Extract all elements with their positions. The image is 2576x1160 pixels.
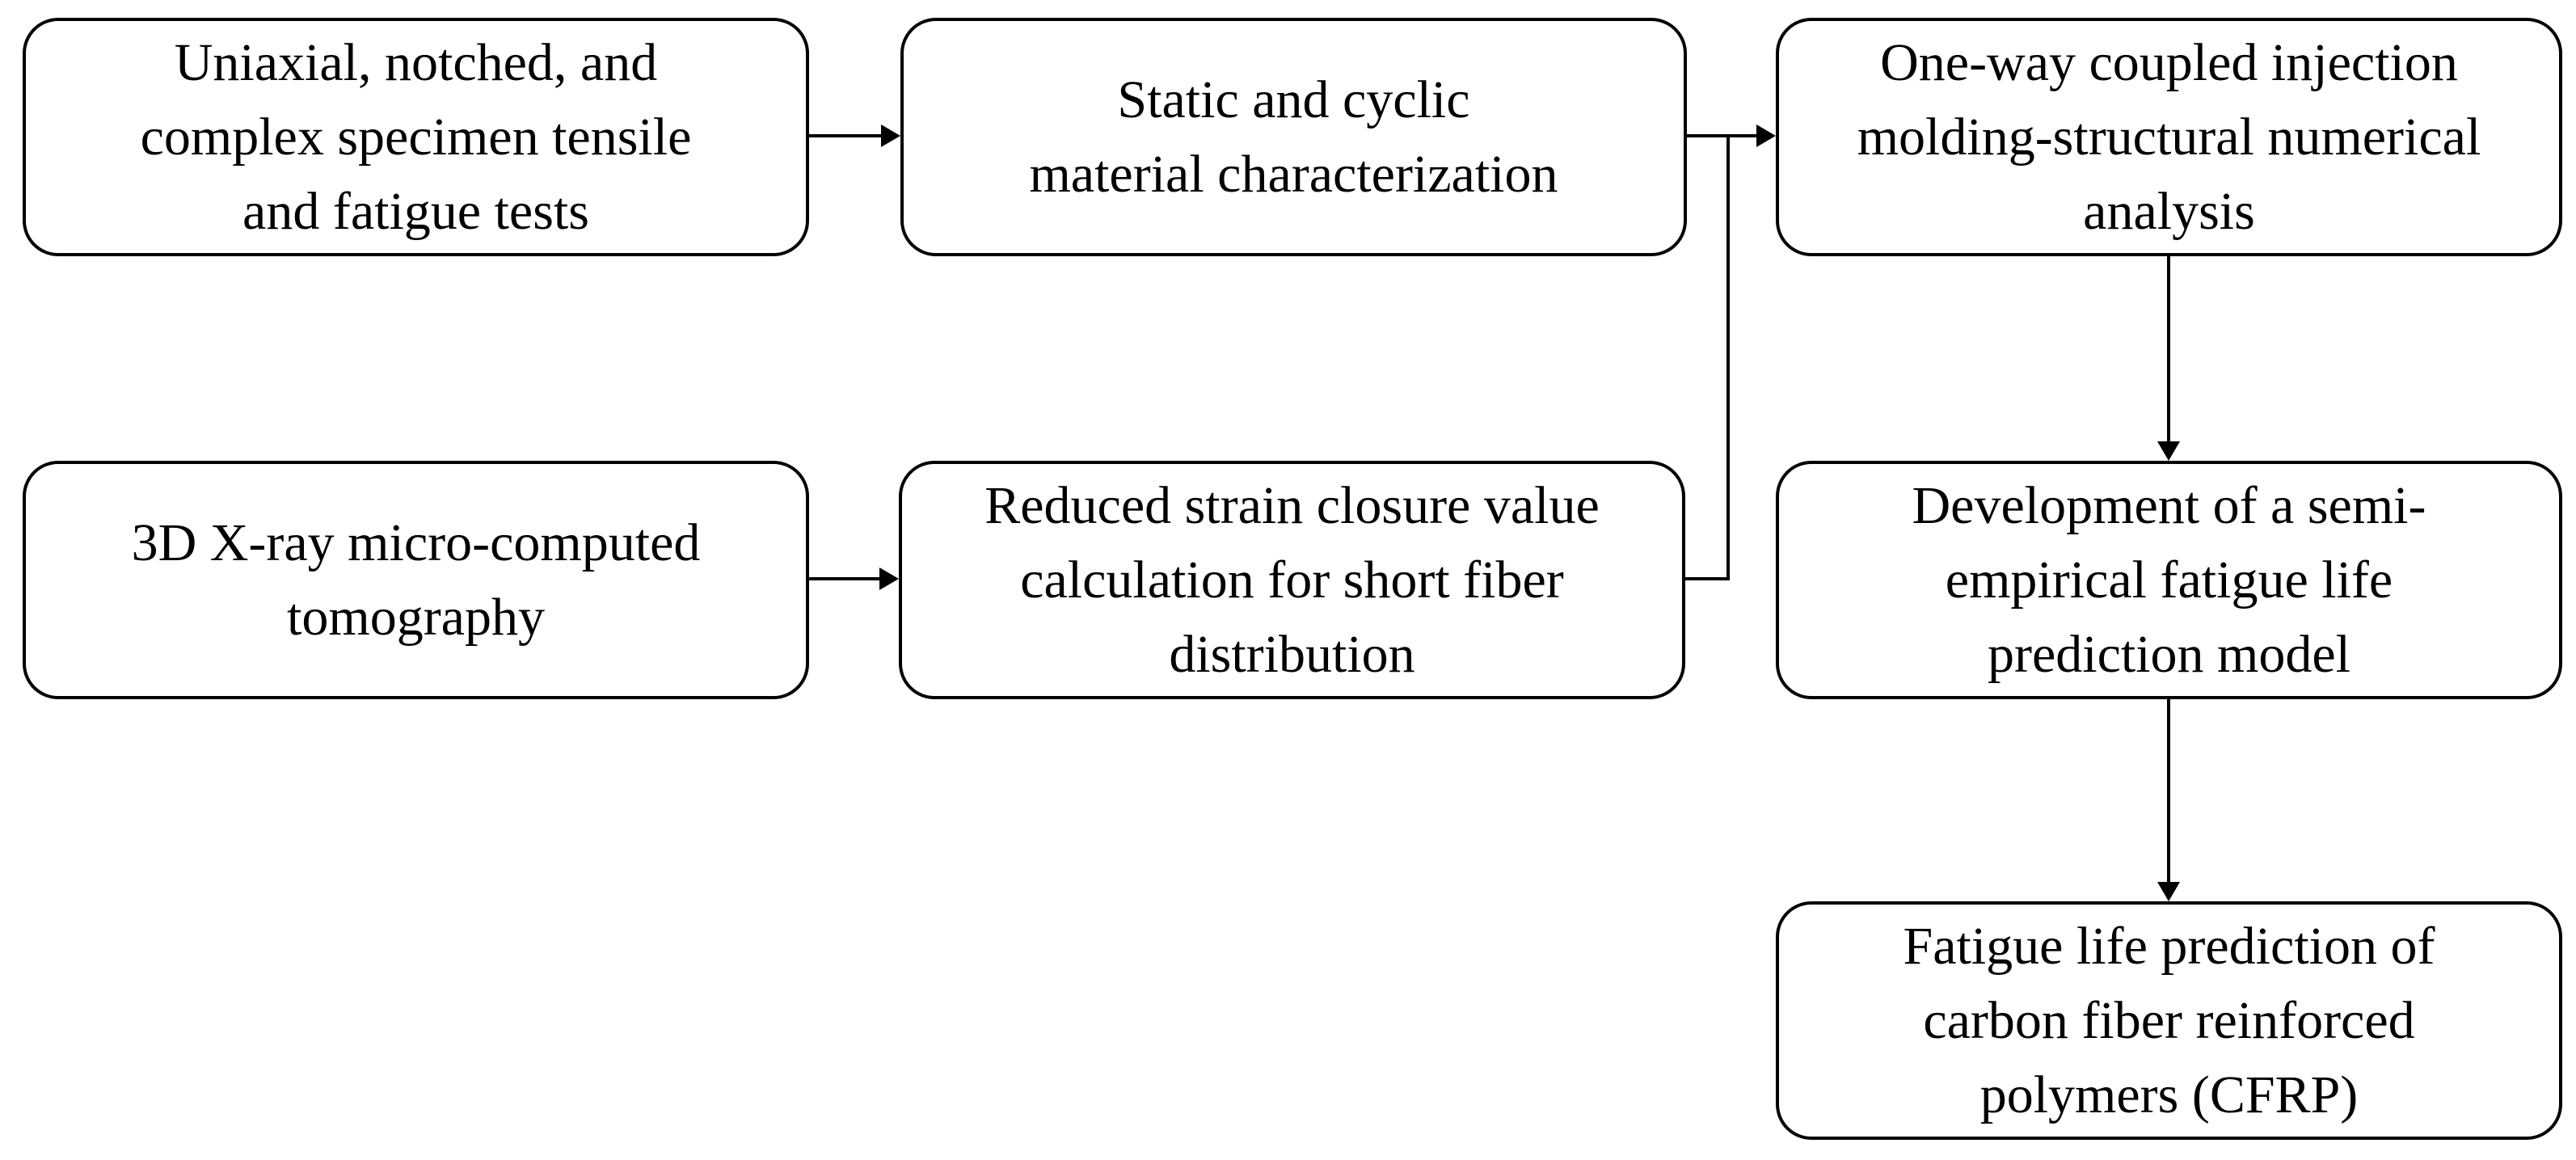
- box-text-line: molding-structural numerical: [1857, 107, 2481, 167]
- box-text-line: prediction model: [1987, 624, 2351, 684]
- box-numerical-analysis-text: One-way coupled injection molding-struct…: [1857, 26, 2481, 249]
- box-text-line: tomography: [287, 587, 545, 647]
- box-strain-closure-calculation: Reduced strain closure value calculation…: [899, 461, 1685, 699]
- box-text-line: calculation for short fiber: [1020, 550, 1564, 610]
- box-text-line: and fatigue tests: [242, 181, 589, 241]
- arrow-tomography-to-strain-closure: [809, 567, 899, 590]
- box-text-line: Uniaxial, notched, and: [174, 32, 658, 92]
- arrow-analysis-to-model: [2157, 256, 2180, 461]
- box-text-line: complex specimen tensile: [140, 107, 692, 167]
- arrow-model-to-prediction: [2157, 699, 2180, 901]
- box-xray-tomography-text: 3D X-ray micro-computed tomography: [132, 506, 701, 655]
- box-fatigue-model-development: Development of a semi- empirical fatigue…: [1776, 461, 2562, 699]
- box-fatigue-model-development-text: Development of a semi- empirical fatigue…: [1912, 469, 2426, 692]
- box-text-line: analysis: [2083, 181, 2255, 241]
- box-material-characterization-text: Static and cyclic material characterizat…: [1029, 63, 1558, 212]
- box-text-line: One-way coupled injection: [1880, 32, 2458, 92]
- arrow-characterization-to-analysis: [1687, 124, 1776, 147]
- connector-strain-closure-to-merge: [1685, 136, 1730, 580]
- box-numerical-analysis: One-way coupled injection molding-struct…: [1776, 18, 2562, 256]
- box-text-line: Static and cyclic: [1117, 70, 1470, 129]
- box-text-line: polymers (CFRP): [1979, 1065, 2359, 1124]
- box-cfrp-fatigue-prediction-text: Fatigue life prediction of carbon fiber …: [1904, 909, 2435, 1133]
- arrow-tests-to-characterization: [809, 124, 900, 147]
- box-text-line: material characterization: [1029, 144, 1558, 204]
- box-tensile-fatigue-tests-text: Uniaxial, notched, and complex specimen …: [141, 26, 692, 249]
- box-tensile-fatigue-tests: Uniaxial, notched, and complex specimen …: [23, 18, 809, 256]
- box-text-line: Fatigue life prediction of: [1903, 916, 2435, 976]
- box-strain-closure-calculation-text: Reduced strain closure value calculation…: [984, 469, 1600, 692]
- box-text-line: Development of a semi-: [1912, 475, 2426, 535]
- box-material-characterization: Static and cyclic material characterizat…: [900, 18, 1687, 256]
- box-cfrp-fatigue-prediction: Fatigue life prediction of carbon fiber …: [1776, 901, 2562, 1140]
- box-text-line: carbon fiber reinforced: [1923, 990, 2415, 1050]
- box-text-line: 3D X-ray micro-computed: [131, 513, 701, 572]
- box-text-line: Reduced strain closure value: [984, 475, 1600, 535]
- box-text-line: empirical fatigue life: [1945, 550, 2393, 610]
- box-xray-tomography: 3D X-ray micro-computed tomography: [23, 461, 809, 699]
- box-text-line: distribution: [1169, 624, 1415, 684]
